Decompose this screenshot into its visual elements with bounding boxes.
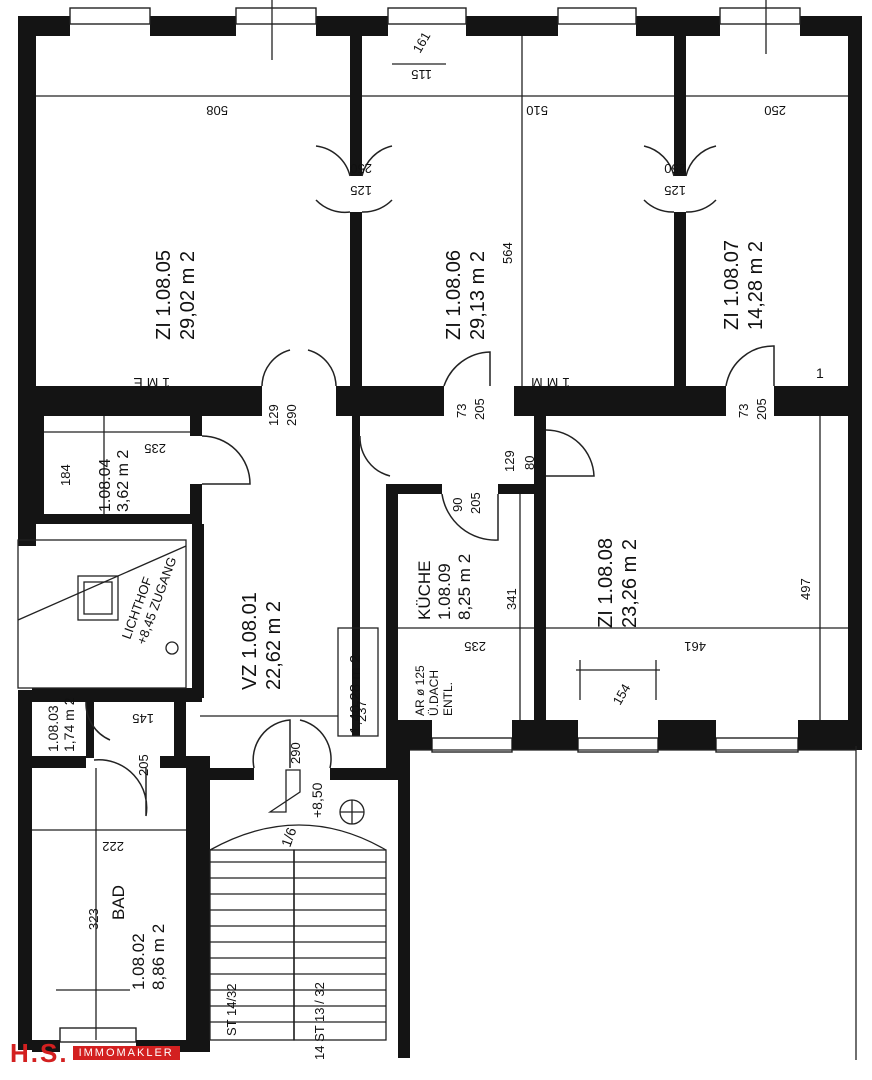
axis-label-3: 1 <box>816 365 824 381</box>
dim-323: 323 <box>86 908 101 930</box>
room-label-1-08-07: ZI 1.08.07 14,28 m 2 <box>721 234 767 330</box>
room-label-1-08-06: ZI 1.08.06 29,13 m 2 <box>443 244 489 340</box>
detail-lines <box>17 0 857 1060</box>
room-label-1-08-05: ZI 1.08.05 29,02 m 2 <box>153 244 199 340</box>
dim-290-a: 290 <box>284 404 299 426</box>
stair-label-left: ST 14/32 <box>224 983 239 1036</box>
room-label-bad: BAD 1.08.02 8,86 m 2 <box>109 880 168 990</box>
hall-area-label: 1,40.28 m 2 <box>347 655 364 734</box>
dim-125-a: 125 <box>350 183 372 198</box>
room-label-kueche: KÜCHE 1.08.09 8,25 m 2 <box>415 554 474 620</box>
dim-73-a: 73 <box>454 404 469 418</box>
dim-73-b: 73 <box>736 404 751 418</box>
lichthof-label: LICHTHOF +8,45 ZUGANG <box>119 549 180 646</box>
dim-461: 461 <box>684 639 706 654</box>
dim-205-b: 205 <box>754 398 769 420</box>
dim-250: 250 <box>764 103 786 118</box>
room-label-1-08-01: VZ 1.08.01 22,62 m 2 <box>239 587 285 690</box>
dim-205-wc: 205 <box>136 754 151 776</box>
dim-145: 145 <box>132 711 154 726</box>
dim-564: 564 <box>500 242 515 264</box>
dim-129-a: 129 <box>266 404 281 426</box>
logo-band: IMMOMAKLER <box>72 1046 180 1060</box>
dim-508: 508 <box>206 103 228 118</box>
dim-250-b: 250 <box>664 161 686 176</box>
dim-115: 115 <box>411 67 432 82</box>
level-label: +8,50 <box>309 782 325 818</box>
company-logo: H.S. IMMOMAKLER <box>10 1038 246 1068</box>
dim-235-kitchen: 235 <box>464 639 486 654</box>
dim-510: 510 <box>526 103 548 118</box>
step-ratio-label: 1/6 <box>278 825 300 849</box>
axis-label-2: 1 M M <box>531 375 570 391</box>
room-label-1-08-08: ZI 1.08.08 23,26 m 2 <box>595 532 641 628</box>
interior-walls <box>18 36 862 1058</box>
dim-205-kitchen: 205 <box>468 492 483 514</box>
dim-341: 341 <box>504 588 519 610</box>
dim-222: 222 <box>102 839 124 854</box>
logo-mark: H.S. <box>10 1038 69 1068</box>
dim-235-small: 235 <box>144 441 166 456</box>
room-label-1-08-04: 1.08.04 3,62 m 2 <box>97 450 132 512</box>
dim-290-b: 290 <box>288 742 303 764</box>
axis-label-1: 1 M E <box>133 375 170 391</box>
dim-125-b: 125 <box>664 183 686 198</box>
dim-497: 497 <box>798 578 813 600</box>
dim-129-b: 129 <box>502 450 517 472</box>
doors <box>85 145 775 817</box>
dim-80: 80 <box>522 456 537 470</box>
stair-label-right: 14 ST 13 / 32 <box>312 982 327 1060</box>
dim-154: 154 <box>610 681 634 707</box>
vent-label: AR ø 125 Ü.DACH ENTL. <box>413 662 455 716</box>
room-label-1-08-03: 1.08.03 1,74 m 2 <box>45 697 77 752</box>
dim-90-kitchen: 90 <box>450 498 465 512</box>
outer-walls <box>18 16 862 1050</box>
dim-184: 184 <box>58 464 73 486</box>
dim-237: 237 <box>354 700 369 722</box>
dim-205-a: 205 <box>472 398 487 420</box>
windows <box>59 7 801 1043</box>
dim-250-a: 250 <box>350 161 372 176</box>
dimension-texts: 508 510 250 564 497 461 341 235 235 184 … <box>58 29 813 930</box>
dim-161: 161 <box>410 29 434 55</box>
